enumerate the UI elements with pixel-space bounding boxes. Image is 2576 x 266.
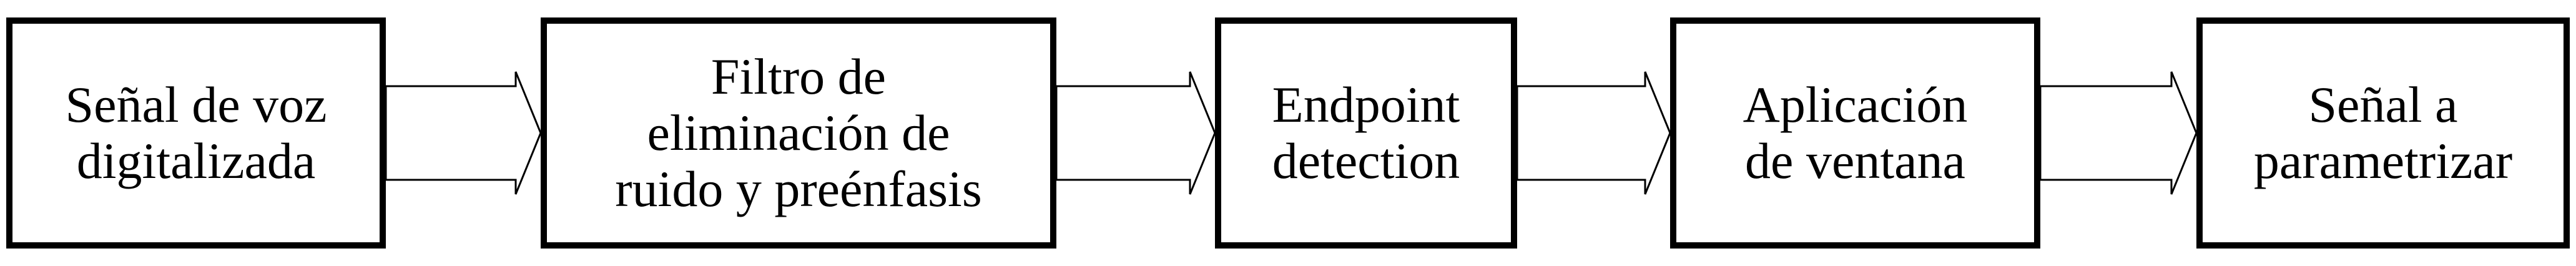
block-aplicacion-de-ventana: Aplicación de ventana [1670, 17, 2040, 249]
block-label: Señal a parametrizar [2253, 76, 2513, 189]
arrow-4 [2039, 71, 2198, 195]
block-label: Señal de voz digitalizada [65, 76, 327, 189]
block-label: Endpoint detection [1272, 76, 1460, 189]
block-label: Aplicación de ventana [1743, 76, 1968, 189]
arrow-2 [1055, 71, 1216, 195]
block-senal-a-parametrizar: Señal a parametrizar [2196, 17, 2570, 249]
block-endpoint-detection: Endpoint detection [1215, 17, 1517, 249]
block-senal-de-voz-digitalizada: Señal de voz digitalizada [6, 17, 386, 249]
arrow-3 [1516, 71, 1671, 195]
block-label: Filtro de eliminación de ruido y preénfa… [615, 48, 982, 217]
arrow-1 [385, 71, 542, 195]
block-filtro-ruido-preenfasis: Filtro de eliminación de ruido y preénfa… [541, 17, 1056, 249]
